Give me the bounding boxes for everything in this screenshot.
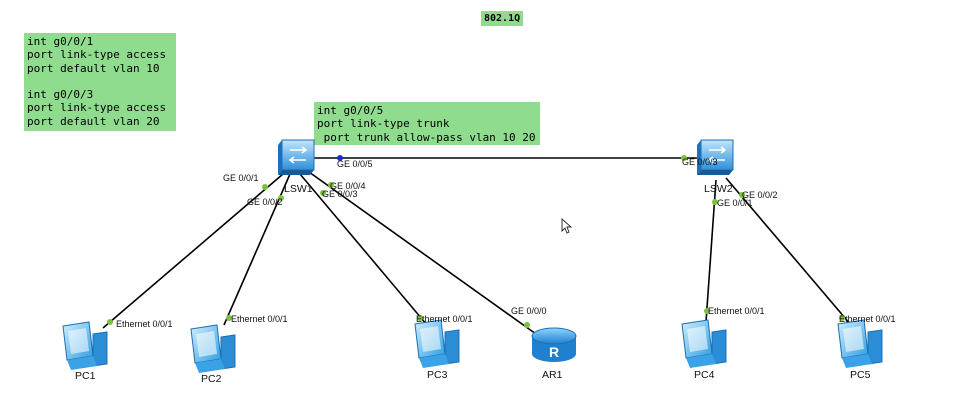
port-label-pc1-eth: Ethernet 0/0/1 bbox=[116, 319, 173, 329]
port-dot bbox=[839, 315, 845, 321]
device-label-pc5: PC5 bbox=[850, 369, 871, 381]
device-label-ar1: AR1 bbox=[542, 369, 563, 381]
port-dot bbox=[337, 155, 343, 161]
port-label-ar1-g0: GE 0/0/0 bbox=[511, 306, 547, 316]
device-label-pc3: PC3 bbox=[427, 369, 448, 381]
port-label-pc5-eth: Ethernet 0/0/1 bbox=[839, 314, 896, 324]
port-dot bbox=[417, 315, 423, 321]
port-label-lsw2-g3: GE 0/0/3 bbox=[682, 157, 718, 167]
port-label-lsw1-g5: GE 0/0/5 bbox=[337, 159, 373, 169]
switch-icon[interactable] bbox=[697, 139, 734, 175]
link-lsw1-pc1[interactable] bbox=[102, 173, 284, 329]
port-label-lsw1-g1: GE 0/0/1 bbox=[223, 173, 259, 183]
port-dot bbox=[712, 199, 718, 205]
diagram-title: 802.1Q bbox=[481, 11, 524, 26]
port-label-pc2-eth: Ethernet 0/0/1 bbox=[231, 314, 288, 324]
pc-icon[interactable] bbox=[62, 321, 108, 370]
switch-icon[interactable] bbox=[278, 139, 315, 175]
port-label-lsw2-g2: GE 0/0/2 bbox=[742, 190, 778, 200]
port-dot bbox=[704, 308, 710, 314]
port-dot bbox=[320, 190, 326, 196]
router-icon[interactable]: R bbox=[531, 327, 577, 362]
access-config-note: int g0/0/1 port link-type access port de… bbox=[24, 33, 176, 131]
device-label-pc1: PC1 bbox=[75, 370, 96, 382]
port-dot bbox=[328, 182, 334, 188]
port-dot bbox=[524, 322, 530, 328]
link-lsw2-pc5[interactable] bbox=[725, 177, 852, 326]
port-label-lsw1-g3: GE 0/0/3 bbox=[322, 189, 358, 199]
pc-icon[interactable] bbox=[837, 319, 883, 368]
device-label-pc2: PC2 bbox=[201, 373, 222, 385]
port-dot bbox=[681, 155, 687, 161]
port-dot bbox=[278, 195, 284, 201]
pc-icon[interactable] bbox=[681, 319, 727, 368]
pc-icon[interactable] bbox=[190, 324, 236, 373]
port-dot bbox=[739, 192, 745, 198]
port-label-lsw1-g4: GE 0/0/4 bbox=[330, 181, 366, 191]
link-lsw1-pc3[interactable] bbox=[299, 173, 428, 326]
device-label-lsw2: LSW2 bbox=[704, 183, 733, 195]
trunk-config-note: int g0/0/5 port link-type trunk port tru… bbox=[314, 102, 540, 145]
port-dot bbox=[262, 184, 268, 190]
port-label-lsw1-g2: GE 0/0/2 bbox=[247, 197, 283, 207]
svg-text:R: R bbox=[549, 344, 559, 360]
port-dot bbox=[226, 315, 232, 321]
cursor-icon bbox=[561, 217, 573, 234]
device-label-lsw1: LSW1 bbox=[284, 183, 313, 195]
port-dots bbox=[107, 155, 845, 328]
port-label-lsw2-g1: GE 0/0/1 bbox=[717, 198, 753, 208]
pc-icon[interactable] bbox=[414, 319, 460, 368]
links bbox=[102, 157, 852, 335]
port-dot bbox=[107, 319, 113, 325]
link-lsw1-ar1[interactable] bbox=[308, 171, 537, 335]
port-label-pc4-eth: Ethernet 0/0/1 bbox=[708, 306, 765, 316]
port-label-pc3-eth: Ethernet 0/0/1 bbox=[416, 314, 473, 324]
device-label-pc4: PC4 bbox=[694, 369, 715, 381]
